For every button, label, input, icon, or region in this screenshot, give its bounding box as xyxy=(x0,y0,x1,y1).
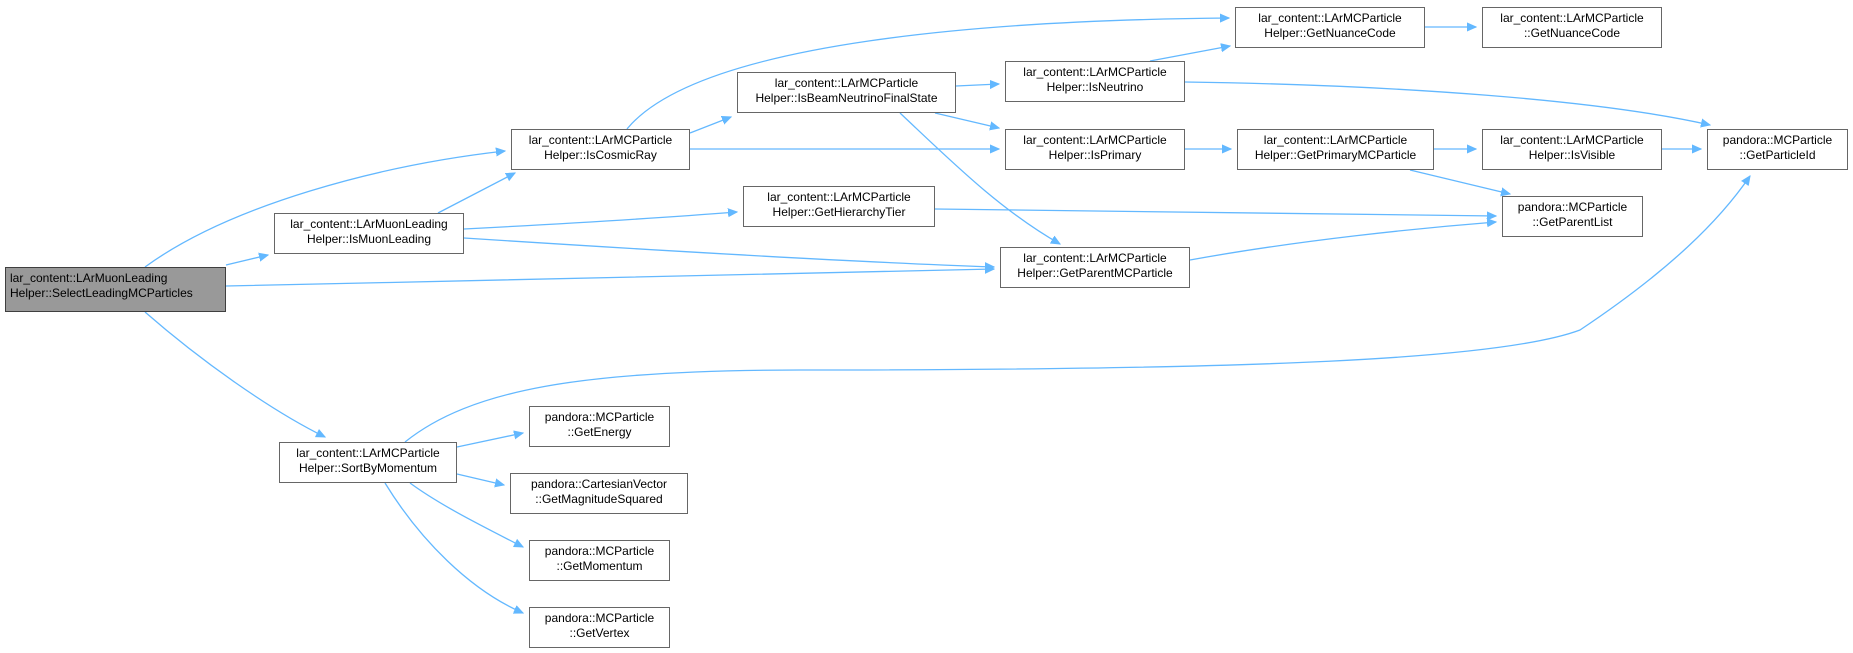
node-is-neutrino[interactable]: lar_content::LArMCParticle Helper::IsNeu… xyxy=(1005,61,1185,102)
edge-isMuonLeading-to-isCosmicRay xyxy=(437,172,515,214)
edge-root-to-sortByMomentum xyxy=(144,311,325,438)
edge-root-to-isMuonLeading xyxy=(225,255,268,266)
node-line: Helper::IsBeamNeutrinoFinalState xyxy=(755,91,938,105)
node-line: lar_content::LArMCParticle xyxy=(1500,133,1644,147)
node-line: Helper::SelectLeadingMCParticles xyxy=(10,286,193,300)
node-is-muon-leading[interactable]: lar_content::LArMuonLeading Helper::IsMu… xyxy=(274,213,464,254)
node-get-parent-list[interactable]: pandora::MCParticle ::GetParentList xyxy=(1502,196,1643,237)
edge-isCosmicRay-to-isBeamNeutrino xyxy=(689,117,731,134)
node-get-nuance-code[interactable]: lar_content::LArMCParticle ::GetNuanceCo… xyxy=(1482,7,1662,48)
node-get-primary-mc-particle[interactable]: lar_content::LArMCParticle Helper::GetPr… xyxy=(1237,129,1434,170)
node-is-primary[interactable]: lar_content::LArMCParticle Helper::IsPri… xyxy=(1005,129,1185,170)
node-select-leading-mc-particles[interactable]: lar_content::LArMuonLeading Helper::Sele… xyxy=(5,267,226,312)
node-line: lar_content::LArMCParticle xyxy=(774,76,919,90)
node-get-magnitude-squared[interactable]: pandora::CartesianVector ::GetMagnitudeS… xyxy=(510,473,688,514)
node-line: pandora::MCParticle xyxy=(1722,133,1833,147)
node-line: Helper::GetPrimaryMCParticle xyxy=(1254,148,1417,162)
node-line: ::GetParentList xyxy=(1532,215,1613,229)
node-line: lar_content::LArMCParticle xyxy=(767,190,911,204)
node-line: Helper::GetNuanceCode xyxy=(1264,26,1396,40)
node-get-parent-mc-particle[interactable]: lar_content::LArMCParticle Helper::GetPa… xyxy=(1000,247,1190,288)
edge-isBeamNeutrino-to-isPrimary xyxy=(934,112,999,128)
node-line: Helper::IsNeutrino xyxy=(1046,80,1144,94)
edge-isCosmicRay-to-getNuanceCodeHelper xyxy=(626,18,1229,130)
node-line: pandora::MCParticle xyxy=(544,410,655,424)
node-line: lar_content::LArMCParticle xyxy=(1023,251,1167,265)
edge-root-to-getParentMCParticle xyxy=(225,269,994,287)
edge-isNeutrino-to-getParticleId xyxy=(1184,81,1710,125)
edge-sortByMomentum-to-getVertex xyxy=(384,482,523,614)
edge-sortByMomentum-to-getParticleId xyxy=(404,176,1750,443)
node-get-hierarchy-tier[interactable]: lar_content::LArMCParticle Helper::GetHi… xyxy=(743,186,935,227)
edge-isBeamNeutrino-to-getParentMCParticle xyxy=(899,112,1060,244)
node-line: lar_content::LArMCParticle xyxy=(1500,11,1644,25)
node-line: Helper::GetParentMCParticle xyxy=(1017,266,1173,280)
node-line: lar_content::LArMuonLeading xyxy=(290,217,448,231)
node-get-vertex[interactable]: pandora::MCParticle ::GetVertex xyxy=(529,607,670,648)
node-line: ::GetParticleId xyxy=(1739,148,1816,162)
node-line: pandora::MCParticle xyxy=(544,611,655,625)
edge-getHierarchyTier-to-getParentList xyxy=(934,208,1496,216)
node-line: Helper::SortByMomentum xyxy=(298,461,438,475)
node-get-momentum[interactable]: pandora::MCParticle ::GetMomentum xyxy=(529,540,670,581)
edge-isMuonLeading-to-getParentMCParticle xyxy=(463,237,994,267)
node-is-beam-neutrino-final-state[interactable]: lar_content::LArMCParticle Helper::IsBea… xyxy=(737,72,956,113)
node-is-cosmic-ray[interactable]: lar_content::LArMCParticle Helper::IsCos… xyxy=(511,129,690,170)
edge-sortByMomentum-to-getEnergy xyxy=(456,433,523,448)
edge-isMuonLeading-to-getHierarchyTier xyxy=(463,212,737,230)
node-helper-get-nuance-code[interactable]: lar_content::LArMCParticle Helper::GetNu… xyxy=(1235,7,1425,48)
node-line: ::GetMomentum xyxy=(556,559,643,573)
node-line: ::GetNuanceCode xyxy=(1523,26,1621,40)
node-line: Helper::IsMuonLeading xyxy=(306,232,432,246)
edge-getParentMCParticle-to-getParentList xyxy=(1189,222,1496,261)
node-line: Helper::IsPrimary xyxy=(1048,148,1142,162)
edge-root-to-isCosmicRay xyxy=(144,151,505,268)
edge-sortByMomentum-to-getMomentum xyxy=(409,482,523,548)
node-line: Helper::GetHierarchyTier xyxy=(772,205,906,219)
node-line: pandora::MCParticle xyxy=(1517,200,1628,214)
edge-isBeamNeutrino-to-isNeutrino xyxy=(955,84,999,86)
edge-sortByMomentum-to-getMagnitudeSquared xyxy=(456,473,504,485)
node-line: Helper::IsCosmicRay xyxy=(544,148,657,162)
node-line: lar_content::LArMCParticle xyxy=(1023,133,1167,147)
node-get-particle-id[interactable]: pandora::MCParticle ::GetParticleId xyxy=(1707,129,1848,170)
node-line: Helper::IsVisible xyxy=(1528,148,1616,162)
node-line: ::GetVertex xyxy=(569,626,630,640)
node-line: lar_content::LArMCParticle xyxy=(1263,133,1408,147)
node-line: pandora::MCParticle xyxy=(544,544,655,558)
node-line: lar_content::LArMuonLeading xyxy=(10,271,168,285)
edge-getPrimaryMCParticle-to-getParentList xyxy=(1409,169,1510,194)
node-line: lar_content::LArMCParticle xyxy=(1023,65,1167,79)
edge-isNeutrino-to-getNuanceCodeHelper xyxy=(1149,46,1230,62)
node-line: lar_content::LArMCParticle xyxy=(1258,11,1402,25)
node-sort-by-momentum[interactable]: lar_content::LArMCParticle Helper::SortB… xyxy=(279,442,457,483)
node-line: pandora::CartesianVector xyxy=(530,477,668,491)
node-line: ::GetEnergy xyxy=(567,425,632,439)
node-line: lar_content::LArMCParticle xyxy=(296,446,440,460)
node-line: lar_content::LArMCParticle xyxy=(528,133,673,147)
node-get-energy[interactable]: pandora::MCParticle ::GetEnergy xyxy=(529,406,670,447)
node-is-visible[interactable]: lar_content::LArMCParticle Helper::IsVis… xyxy=(1482,129,1662,170)
node-line: ::GetMagnitudeSquared xyxy=(535,492,663,506)
